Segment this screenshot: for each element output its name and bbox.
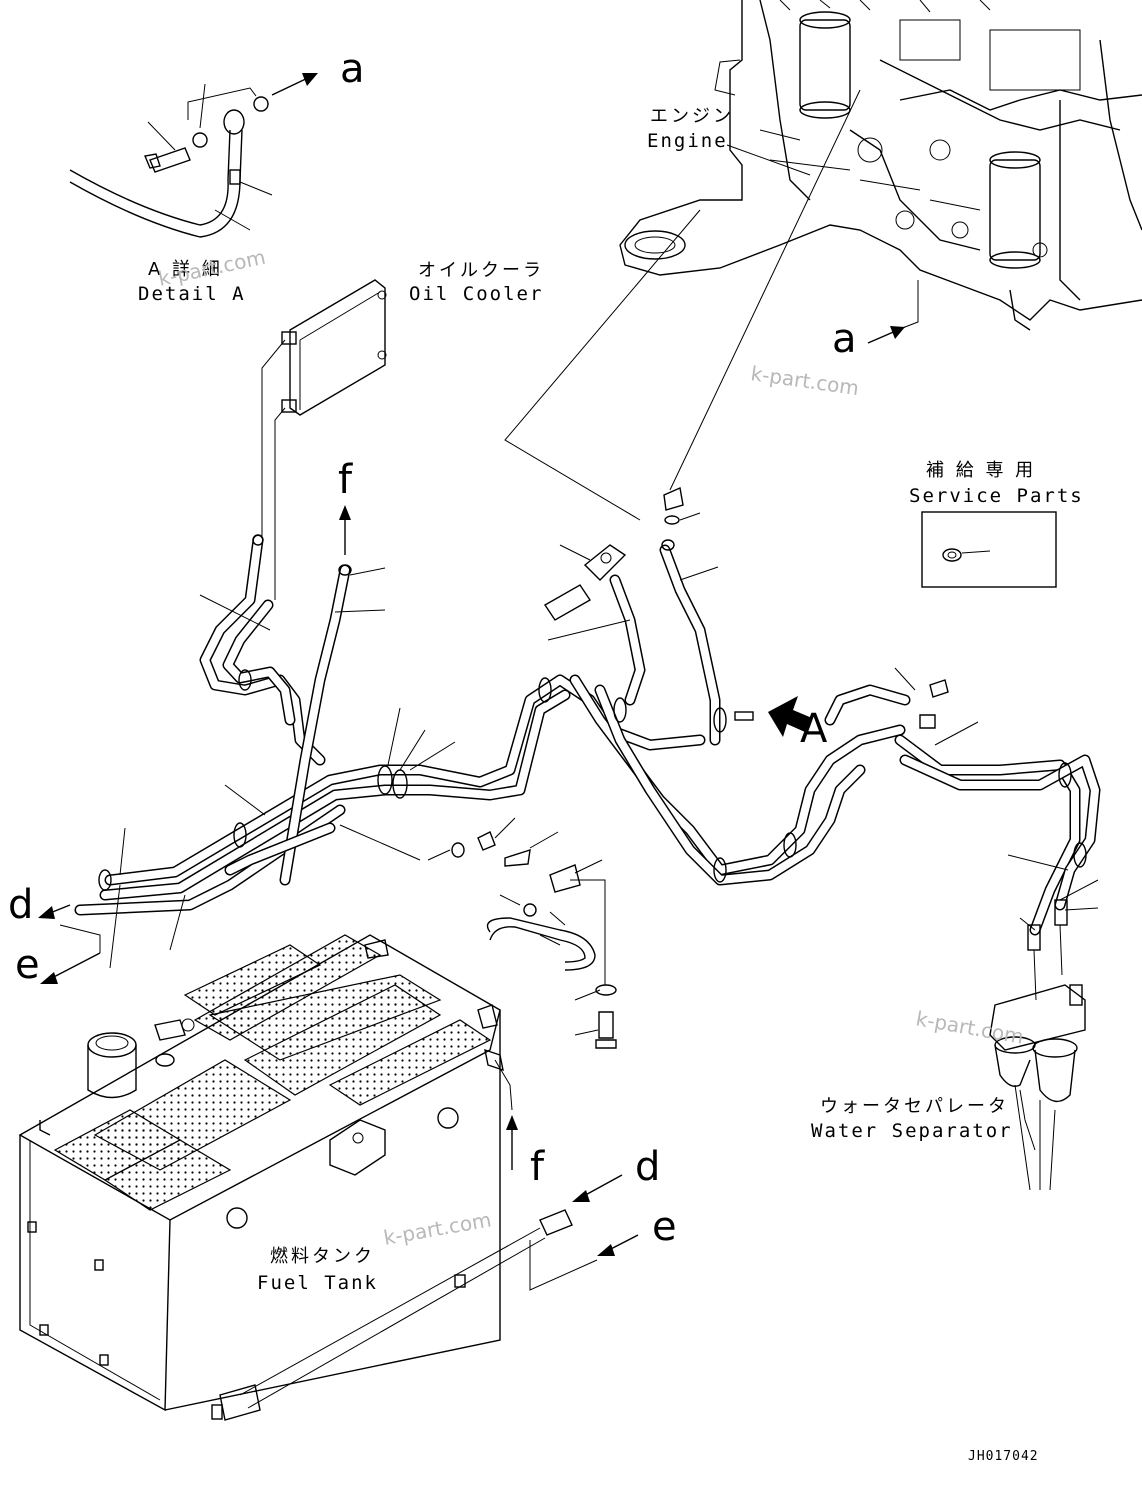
hose-routing xyxy=(74,534,1101,936)
callout-lines xyxy=(109,512,1099,969)
water-separator-label-jp: ウォータセパレータ xyxy=(820,1096,1009,1117)
service-parts-label-jp: 補 給 専 用 xyxy=(926,460,1036,481)
water-separator-label-en: Water Separator xyxy=(811,1120,1013,1142)
ref-letter-f-top: f xyxy=(338,457,353,503)
ref-letter-a-detail: a xyxy=(340,46,365,92)
arrow-e-left xyxy=(40,972,58,984)
fuel-tank-label-en: Fuel Tank xyxy=(257,1272,378,1294)
watermark-3: k-part.com xyxy=(914,1006,1025,1049)
view-a-arrow xyxy=(768,696,812,737)
arrow-a-detail xyxy=(302,73,318,86)
engine-fittings xyxy=(252,487,949,729)
oil-cooler xyxy=(281,279,387,416)
arrow-e-tank xyxy=(597,1244,615,1256)
drawing-code: JH017042 xyxy=(968,1449,1039,1464)
watermark-2: k-part.com xyxy=(749,361,860,400)
arrow-d-left xyxy=(38,906,55,919)
service-parts-label-en: Service Parts xyxy=(909,485,1084,507)
ref-letter-f-tank: f xyxy=(530,1144,545,1190)
fuel-tank xyxy=(18,934,504,1412)
watermark-4: k-part.com xyxy=(382,1207,493,1250)
service-parts-box xyxy=(921,511,1057,588)
oil-cooler-label-en: Oil Cooler xyxy=(409,283,543,305)
view-a-letter: A xyxy=(800,706,828,752)
engine xyxy=(619,0,1142,331)
engine-label-jp: エンジン xyxy=(650,106,734,127)
loose-parts xyxy=(339,817,617,1049)
arrow-d-tank xyxy=(572,1190,590,1202)
arrow-a-engine xyxy=(890,326,905,339)
detail-a-label-en: Detail A xyxy=(138,283,246,305)
oil-cooler-label-jp: オイルクーラ xyxy=(418,260,544,281)
ref-letter-d-tank: d xyxy=(635,1144,660,1190)
water-separator xyxy=(989,899,1086,1191)
engine-label-en: Engine xyxy=(647,130,728,152)
ref-letter-d-left: d xyxy=(8,882,33,928)
arrow-f-tank xyxy=(506,1115,518,1130)
fuel-tank-label-jp: 燃料タンク xyxy=(270,1246,375,1267)
detail-a-label-jp: A 詳 細 xyxy=(148,259,223,280)
arrow-f-top xyxy=(339,505,351,520)
ref-letter-a-engine: a xyxy=(832,316,857,362)
ref-letter-e-tank: e xyxy=(652,1204,677,1250)
hose-clamps xyxy=(98,669,1087,891)
detail-a xyxy=(69,83,273,238)
ref-letter-e-left: e xyxy=(15,942,40,988)
